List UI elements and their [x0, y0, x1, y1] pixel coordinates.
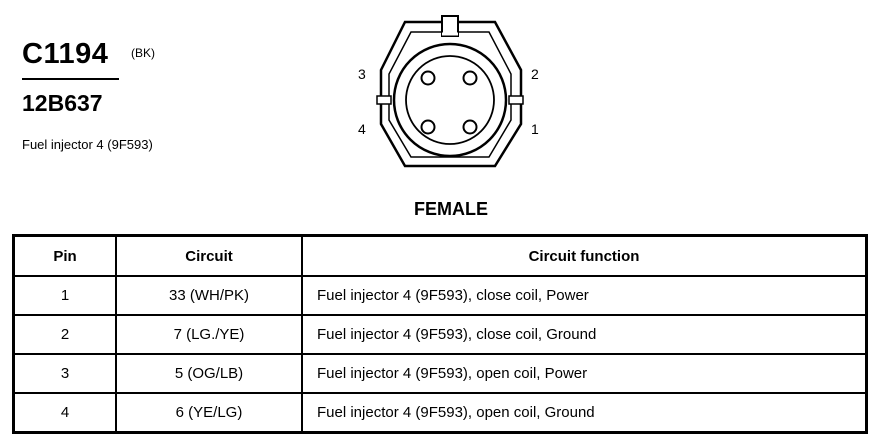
side-key-right [508, 95, 524, 105]
table-row: 3 5 (OG/LB) Fuel injector 4 (9F593), ope… [12, 353, 868, 394]
cell-circuit-function: Fuel injector 4 (9F593), open coil, Powe… [301, 353, 868, 394]
socket-outer-ring [392, 42, 508, 158]
connector-id: C1194 [22, 38, 109, 70]
cell-circuit: 6 (YE/LG) [115, 392, 303, 434]
pin-circuit-table: Pin Circuit Circuit function 1 33 (WH/PK… [12, 234, 868, 434]
side-key-left [376, 95, 392, 105]
pin-label-3: 3 [358, 66, 366, 82]
pin-label-2: 2 [531, 66, 539, 82]
cell-circuit: 7 (LG./YE) [115, 314, 303, 355]
pin-cavity-1 [462, 119, 478, 135]
cell-pin: 2 [12, 314, 117, 355]
pin-cavity-2 [462, 70, 478, 86]
socket-inner-ring [405, 55, 495, 145]
cell-pin: 3 [12, 353, 117, 394]
table-header-row: Pin Circuit Circuit function [12, 234, 868, 277]
connector-face-diagram [376, 15, 524, 168]
header-circuit-function: Circuit function [301, 234, 868, 277]
locking-tab-slot [441, 15, 459, 37]
cell-circuit-function: Fuel injector 4 (9F593), open coil, Grou… [301, 392, 868, 434]
cell-circuit-function: Fuel injector 4 (9F593), close coil, Pow… [301, 275, 868, 316]
table-row: 2 7 (LG./YE) Fuel injector 4 (9F593), cl… [12, 314, 868, 355]
pin-label-1: 1 [531, 121, 539, 137]
pin-cavity-3 [420, 70, 436, 86]
cell-circuit-function: Fuel injector 4 (9F593), close coil, Gro… [301, 314, 868, 355]
table-row: 1 33 (WH/PK) Fuel injector 4 (9F593), cl… [12, 275, 868, 316]
pin-label-4: 4 [358, 121, 366, 137]
table-row: 4 6 (YE/LG) Fuel injector 4 (9F593), ope… [12, 392, 868, 434]
part-number: 12B637 [22, 90, 103, 116]
cell-circuit: 5 (OG/LB) [115, 353, 303, 394]
cell-pin: 1 [12, 275, 117, 316]
header-pin: Pin [12, 234, 117, 277]
connector-view-label: FEMALE [414, 199, 488, 219]
connector-description: Fuel injector 4 (9F593) [22, 137, 153, 152]
connector-housing-inner [388, 31, 512, 158]
connector-color-code: (BK) [131, 46, 155, 60]
cell-circuit: 33 (WH/PK) [115, 275, 303, 316]
pin-cavity-4 [420, 119, 436, 135]
cell-pin: 4 [12, 392, 117, 434]
connector-id-underline [22, 78, 119, 80]
header-circuit: Circuit [115, 234, 303, 277]
